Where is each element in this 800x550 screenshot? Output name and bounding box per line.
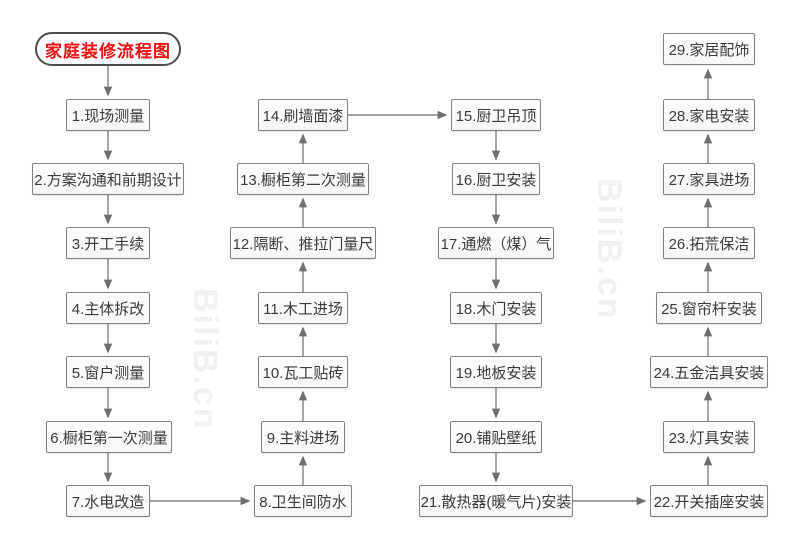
flow-node-16: 16.厨卫安装 <box>452 163 540 195</box>
flow-node-2: 2.方案沟通和前期设计 <box>32 163 184 195</box>
flow-node-25: 25.窗帘杆安装 <box>656 292 762 324</box>
flow-node-26: 26.拓荒保洁 <box>663 227 755 259</box>
flow-node-20: 20.铺贴壁纸 <box>450 421 542 453</box>
flow-node-12: 12.隔断、推拉门量尺 <box>230 227 376 259</box>
flow-node-5: 5.窗户测量 <box>66 356 150 388</box>
watermark-text: BiliB.cn <box>590 178 628 321</box>
flowchart-title: 家庭装修流程图 <box>35 32 181 66</box>
flow-node-15: 15.厨卫吊顶 <box>451 99 541 131</box>
flow-node-19: 19.地板安装 <box>450 356 542 388</box>
flow-node-14: 14.刷墙面漆 <box>258 99 348 131</box>
flow-node-18: 18.木门安装 <box>450 292 542 324</box>
flow-node-10: 10.瓦工贴砖 <box>258 356 348 388</box>
flow-node-22: 22.开关插座安装 <box>650 485 768 517</box>
flow-node-1: 1.现场测量 <box>66 99 150 131</box>
flow-node-24: 24.五金洁具安装 <box>650 356 768 388</box>
flow-node-17: 17.通燃（煤）气 <box>438 227 554 259</box>
flow-node-8: 8.卫生间防水 <box>254 485 352 517</box>
flow-node-29: 29.家居配饰 <box>663 33 755 65</box>
flow-node-27: 27.家具进场 <box>663 163 755 195</box>
flow-node-7: 7.水电改造 <box>66 485 150 517</box>
flow-node-13: 13.橱柜第二次测量 <box>237 163 369 195</box>
flow-node-28: 28.家电安装 <box>663 99 755 131</box>
flow-node-6: 6.橱柜第一次测量 <box>46 421 172 453</box>
watermark-text: BiliB.cn <box>186 288 224 431</box>
flow-node-11: 11.木工进场 <box>258 292 348 324</box>
flow-node-21: 21.散热器(暖气片)安装 <box>419 485 573 517</box>
flow-node-3: 3.开工手续 <box>66 227 150 259</box>
flow-node-9: 9.主料进场 <box>261 421 345 453</box>
flow-node-4: 4.主体拆改 <box>66 292 150 324</box>
flow-node-23: 23.灯具安装 <box>663 421 755 453</box>
